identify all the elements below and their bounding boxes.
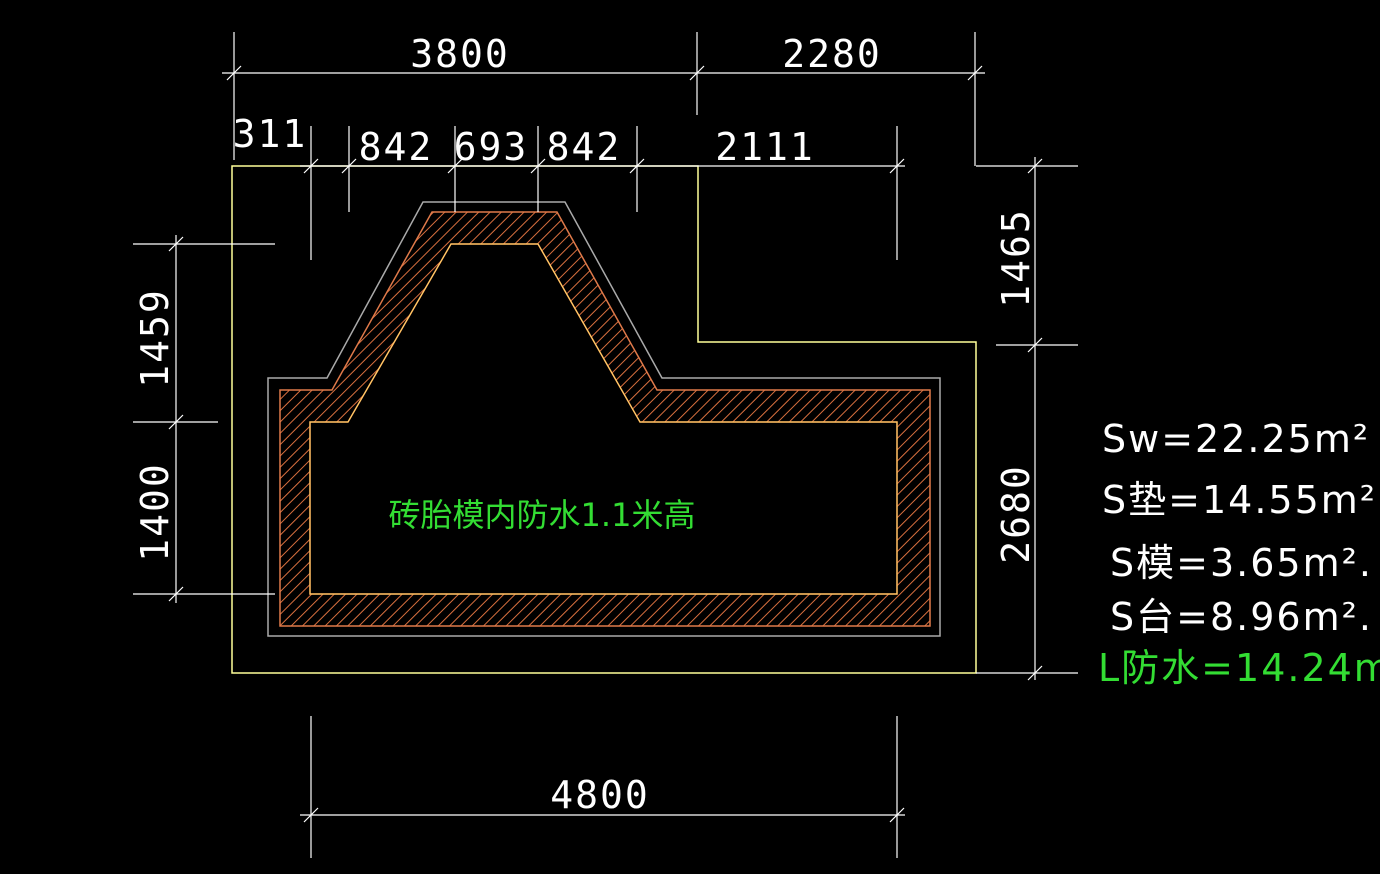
- dim-693: 693: [454, 125, 529, 169]
- dimension-lines: [133, 32, 1078, 858]
- stat-sw: Sw=22.25m²: [1102, 417, 1370, 461]
- dim-842-left: 842: [359, 125, 434, 169]
- stat-s-tai: S台=8.96m².: [1110, 595, 1373, 639]
- dim-3800: 3800: [410, 32, 510, 76]
- dim-1459: 1459: [133, 288, 177, 388]
- dim-842-right: 842: [547, 125, 622, 169]
- stat-s-dian: S垫=14.55m²: [1102, 478, 1377, 522]
- dim-311: 311: [233, 112, 308, 156]
- dim-1400: 1400: [133, 462, 177, 562]
- stat-s-mo: S模=3.65m².: [1110, 541, 1373, 585]
- dim-1465: 1465: [994, 208, 1038, 308]
- stat-l-fangshui: L防水=14.24m: [1098, 646, 1380, 690]
- waterproof-note: 砖胎模内防水1.1米高: [389, 496, 696, 534]
- formwork-outer-outline: [267, 201, 941, 637]
- dim-2280: 2280: [782, 32, 882, 76]
- inner-boundary: [309, 243, 898, 595]
- dim-2111: 2111: [715, 125, 815, 169]
- dim-4800: 4800: [550, 773, 650, 817]
- dim-2680: 2680: [994, 464, 1038, 564]
